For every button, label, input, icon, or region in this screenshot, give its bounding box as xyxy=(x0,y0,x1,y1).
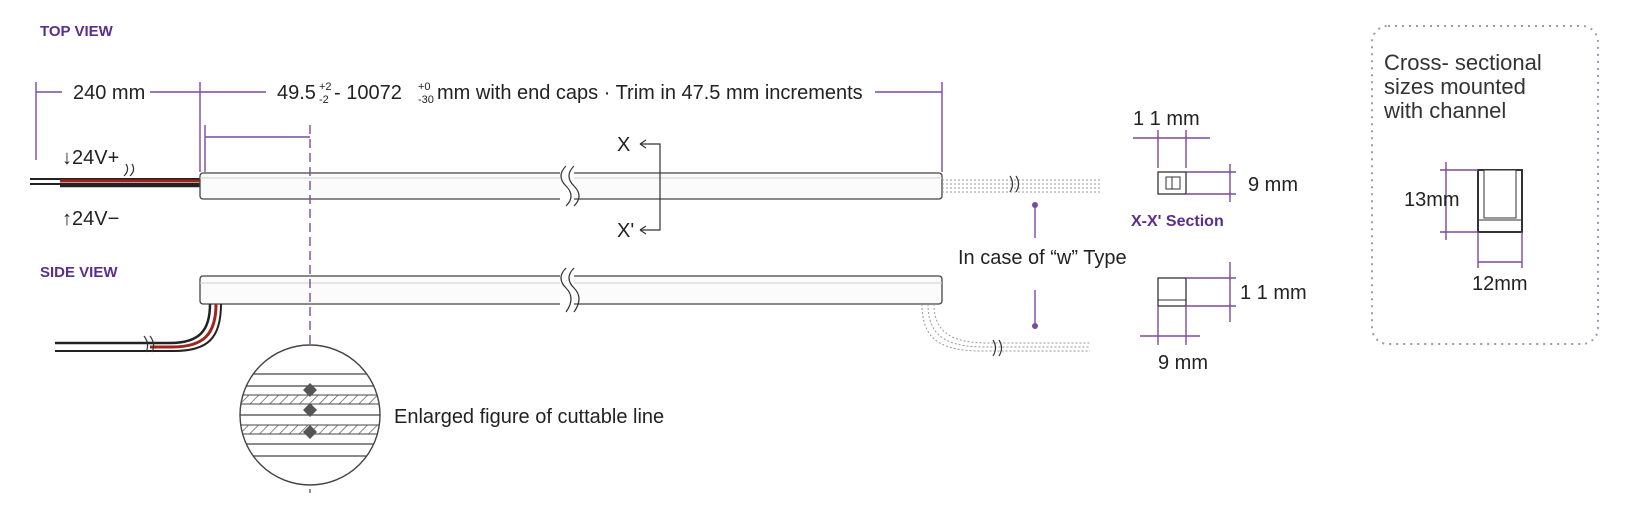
power-wires-top xyxy=(30,163,200,188)
w-type-note: In case of “w” Type xyxy=(958,202,1127,329)
lead-length-dimension: 240 mm xyxy=(35,82,200,160)
w-section-width-label: 9 mm xyxy=(1158,352,1208,374)
xx-section-width-label: 1 1 mm xyxy=(1133,108,1200,130)
tolerance-b-upper: +0 xyxy=(418,81,431,93)
w-section-detail: 1 1 mm 9 mm xyxy=(1140,262,1307,374)
section-marker-x: X xyxy=(617,134,630,156)
wire-positive-label: ↓24V+ xyxy=(62,147,119,169)
strip-length-value-b: - 10072 xyxy=(334,82,402,104)
tolerance-a-lower: -2 xyxy=(319,94,329,106)
tolerance-b-lower: -30 xyxy=(418,94,434,106)
w-type-wires-side xyxy=(921,303,1090,357)
w-type-label: In case of “w” Type xyxy=(958,247,1127,269)
w-section-height-label: 1 1 mm xyxy=(1240,282,1307,304)
top-view-title: TOP VIEW xyxy=(40,23,114,40)
cut-segment-indicator xyxy=(204,125,310,172)
power-wires-side xyxy=(55,303,222,353)
section-marker: X X' xyxy=(617,134,661,242)
strip-length-value-a: 49.5 xyxy=(277,82,316,104)
channel-title-line2: sizes mounted xyxy=(1384,74,1526,99)
led-strip-side-view xyxy=(199,267,943,313)
led-strip-top-view xyxy=(199,165,943,207)
strip-length-description: mm with end caps · Trim in 47.5 mm incre… xyxy=(437,82,863,104)
w-type-wires-top xyxy=(942,175,1100,193)
channel-title-line1: Cross- sectional xyxy=(1384,50,1542,75)
channel-title-line3: with channel xyxy=(1383,98,1506,123)
enlarged-figure-label: Enlarged figure of cuttable line xyxy=(394,406,664,428)
side-view-title: SIDE VIEW xyxy=(40,264,118,281)
section-marker-x-prime: X' xyxy=(617,220,634,242)
tolerance-a-upper: +2 xyxy=(319,81,332,93)
enlarged-cuttable-line: Enlarged figure of cuttable line xyxy=(239,344,664,486)
xx-section-detail: 1 1 mm 9 mm X-X' Section xyxy=(1131,108,1298,230)
xx-section-title: X-X' Section xyxy=(1131,213,1224,230)
strip-length-dimension: 49.5 +2 -2 - 10072 +0 -30 mm with end ca… xyxy=(199,81,943,172)
xx-section-height-label: 9 mm xyxy=(1248,174,1298,196)
channel-height-label: 13mm xyxy=(1404,189,1460,211)
wire-negative-label: ↑24V− xyxy=(62,208,119,230)
channel-width-label: 12mm xyxy=(1472,273,1528,295)
channel-cross-section-box: Cross- sectional sizes mounted with chan… xyxy=(1371,25,1599,345)
lead-length-label: 240 mm xyxy=(73,82,145,104)
